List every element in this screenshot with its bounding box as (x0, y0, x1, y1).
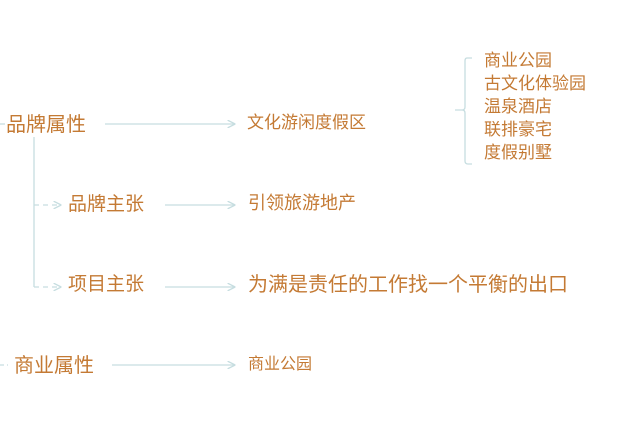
sub-item: 商业公园 (484, 51, 552, 71)
sub-item: 度假别墅 (484, 143, 552, 163)
node-commercial-attr-value: 商业公园 (248, 354, 313, 373)
sub-item: 联排豪宅 (484, 120, 552, 140)
node-project-claim-value: 为满是责任的工作找一个平衡的出口 (248, 272, 568, 296)
sub-item: 温泉酒店 (484, 97, 552, 117)
node-project-claim: 项目主张 (68, 273, 145, 295)
bracket (455, 57, 472, 165)
node-brand-attr-value: 文化游闲度假区 (247, 113, 366, 133)
node-brand-attr: 品牌属性 (6, 112, 86, 136)
node-brand-claim: 品牌主张 (68, 193, 145, 215)
sub-item: 古文化体验园 (484, 74, 586, 94)
node-commercial-attr: 商业属性 (14, 353, 94, 377)
node-brand-claim-value: 引领旅游地产 (248, 193, 356, 214)
